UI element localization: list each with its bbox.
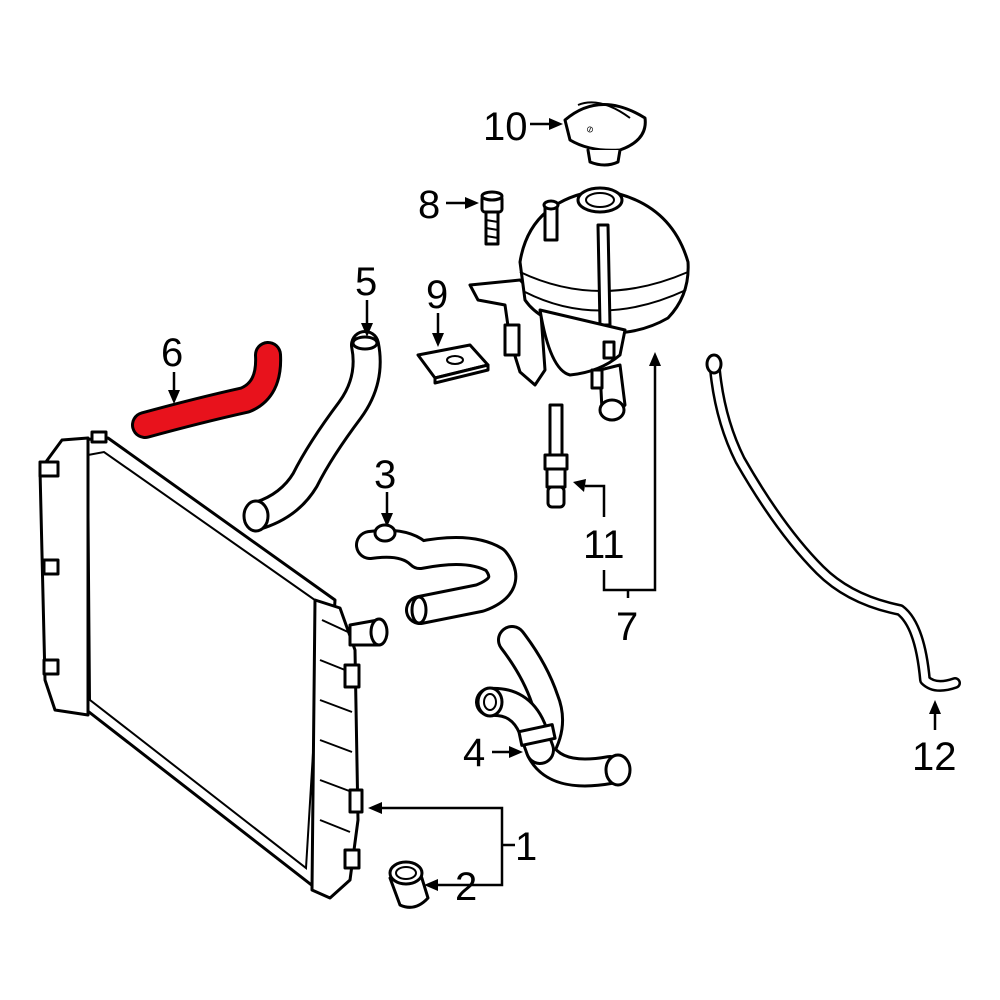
part-9-clip [416, 343, 490, 385]
part-5-hose [242, 330, 382, 533]
callout-6: 6 [161, 331, 183, 375]
part-6-hose-highlighted [131, 341, 283, 439]
callout-9: 9 [426, 273, 448, 317]
callout-8: 8 [418, 183, 440, 227]
radiator [38, 430, 389, 900]
leader-lines [168, 118, 941, 891]
part-3-hose [355, 523, 518, 625]
callout-5: 5 [355, 260, 377, 304]
svg-text:⊘: ⊘ [585, 124, 596, 136]
callout-1: 1 [515, 825, 537, 869]
callout-2: 2 [455, 865, 477, 909]
callout-labels: 1 2 3 4 5 6 7 8 9 10 11 12 [161, 105, 957, 909]
part-2-cap [388, 860, 430, 909]
part-10-cap: ⊘ [563, 101, 647, 167]
callout-3: 3 [374, 453, 396, 497]
callout-7: 7 [616, 605, 638, 649]
part-4-hose [475, 625, 632, 788]
part-7-expansion-tank [468, 186, 690, 509]
callout-10: 10 [483, 105, 528, 149]
callout-4: 4 [463, 731, 485, 775]
callout-12: 12 [912, 735, 957, 779]
part-8-bolt [480, 190, 504, 246]
callout-11: 11 [583, 523, 625, 567]
part-12-tube [705, 353, 961, 692]
